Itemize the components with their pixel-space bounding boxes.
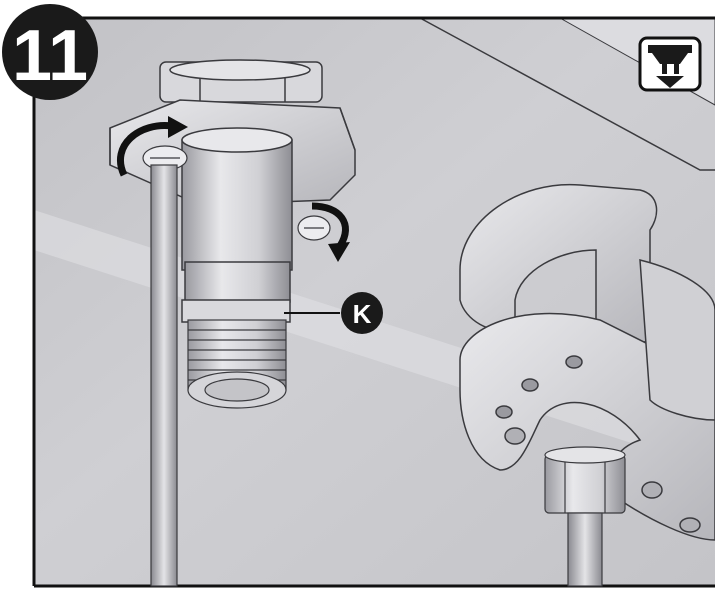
panel-edge-line xyxy=(419,17,715,171)
rotation-arrow-left xyxy=(116,116,188,177)
compression-nut xyxy=(544,446,626,514)
right-screw xyxy=(297,215,331,241)
callout-k-badge: K xyxy=(341,292,383,334)
pump-mount-bracket xyxy=(459,183,715,541)
fitting-body xyxy=(181,127,293,323)
callout-k-text: K xyxy=(353,299,372,329)
screwdriver-shaft xyxy=(150,164,178,587)
step-number-text: 11 xyxy=(12,16,88,96)
threaded-end xyxy=(187,319,287,409)
under-counter-install-icon xyxy=(638,36,702,92)
step-number-badge: 11 xyxy=(2,4,98,100)
rotation-arrow-right xyxy=(311,202,350,262)
top-hex-nut xyxy=(159,59,323,103)
supply-tube xyxy=(567,512,603,587)
